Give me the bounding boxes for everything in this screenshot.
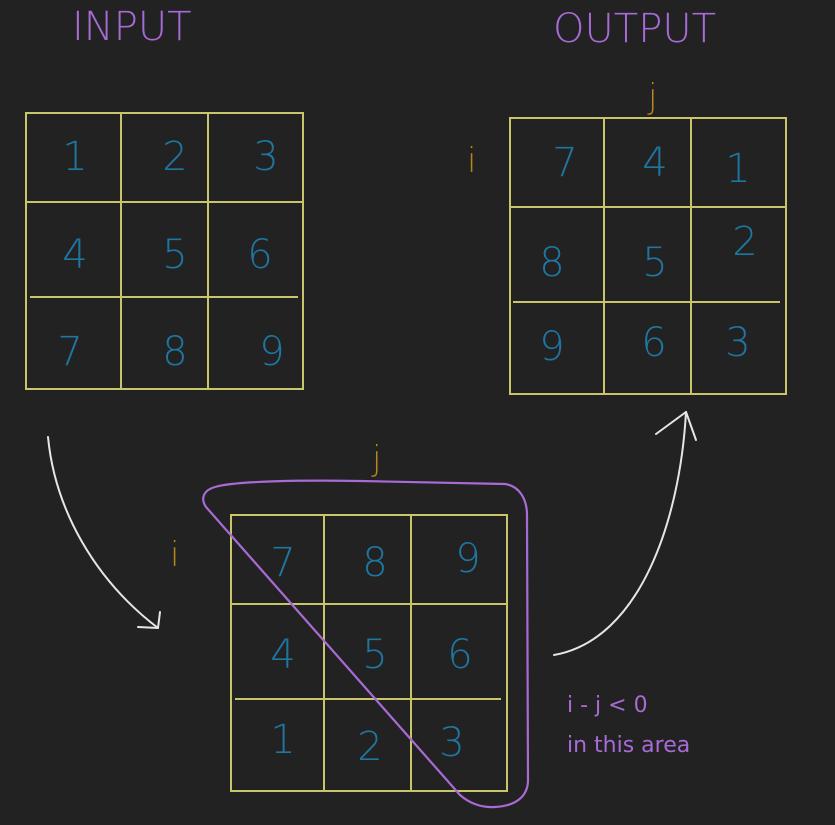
condition-note: i - j < 0 [567, 693, 648, 718]
output-title: OUTPUT [553, 6, 716, 52]
input-cell: 4 [62, 232, 87, 278]
middle-cell: 1 [270, 717, 295, 763]
input-cell: 2 [162, 134, 187, 180]
middle-cell: 2 [357, 724, 382, 770]
middle-i-label: i [170, 535, 179, 575]
middle-cell: 3 [439, 720, 464, 766]
input-cell: 6 [247, 232, 272, 278]
output-grid-numbers: 7 4 1 8 5 2 9 6 3 [539, 140, 757, 370]
input-grid [25, 112, 304, 390]
middle-cell: 8 [362, 540, 387, 586]
condition-note-area: in this area [567, 733, 690, 758]
output-grid [509, 117, 787, 395]
output-i-label: i [467, 141, 476, 181]
middle-cell: 4 [270, 632, 295, 678]
output-cell: 5 [642, 240, 667, 286]
input-cell: 1 [62, 134, 87, 180]
output-cell: 6 [641, 320, 666, 366]
arrow-middle-to-output [553, 411, 697, 656]
middle-cell: 5 [362, 632, 387, 678]
middle-cell: 9 [455, 536, 480, 582]
output-cell: 1 [725, 146, 750, 192]
input-cell: 9 [259, 329, 284, 375]
output-cell: 7 [552, 140, 577, 186]
input-grid-numbers: 1 2 3 4 5 6 7 8 9 [57, 134, 284, 375]
middle-cell: 7 [270, 540, 295, 586]
output-j-label: j [647, 77, 657, 117]
middle-grid-numbers: 7 8 9 4 5 6 1 2 3 [270, 536, 480, 770]
output-cell: 4 [642, 140, 667, 186]
middle-cell: 6 [447, 632, 472, 678]
input-cell: 5 [162, 232, 187, 278]
middle-j-label: j [371, 439, 381, 479]
output-cell: 3 [725, 320, 750, 366]
input-cell: 3 [253, 134, 278, 180]
output-cell: 2 [732, 219, 757, 265]
input-cell: 8 [162, 329, 187, 375]
middle-grid [230, 514, 508, 792]
output-cell: 9 [539, 324, 564, 370]
input-title: INPUT [72, 4, 192, 50]
arrow-input-to-middle [47, 436, 161, 629]
upper-triangle-highlight [202, 479, 530, 809]
output-cell: 8 [539, 240, 564, 286]
input-cell: 7 [57, 329, 82, 375]
